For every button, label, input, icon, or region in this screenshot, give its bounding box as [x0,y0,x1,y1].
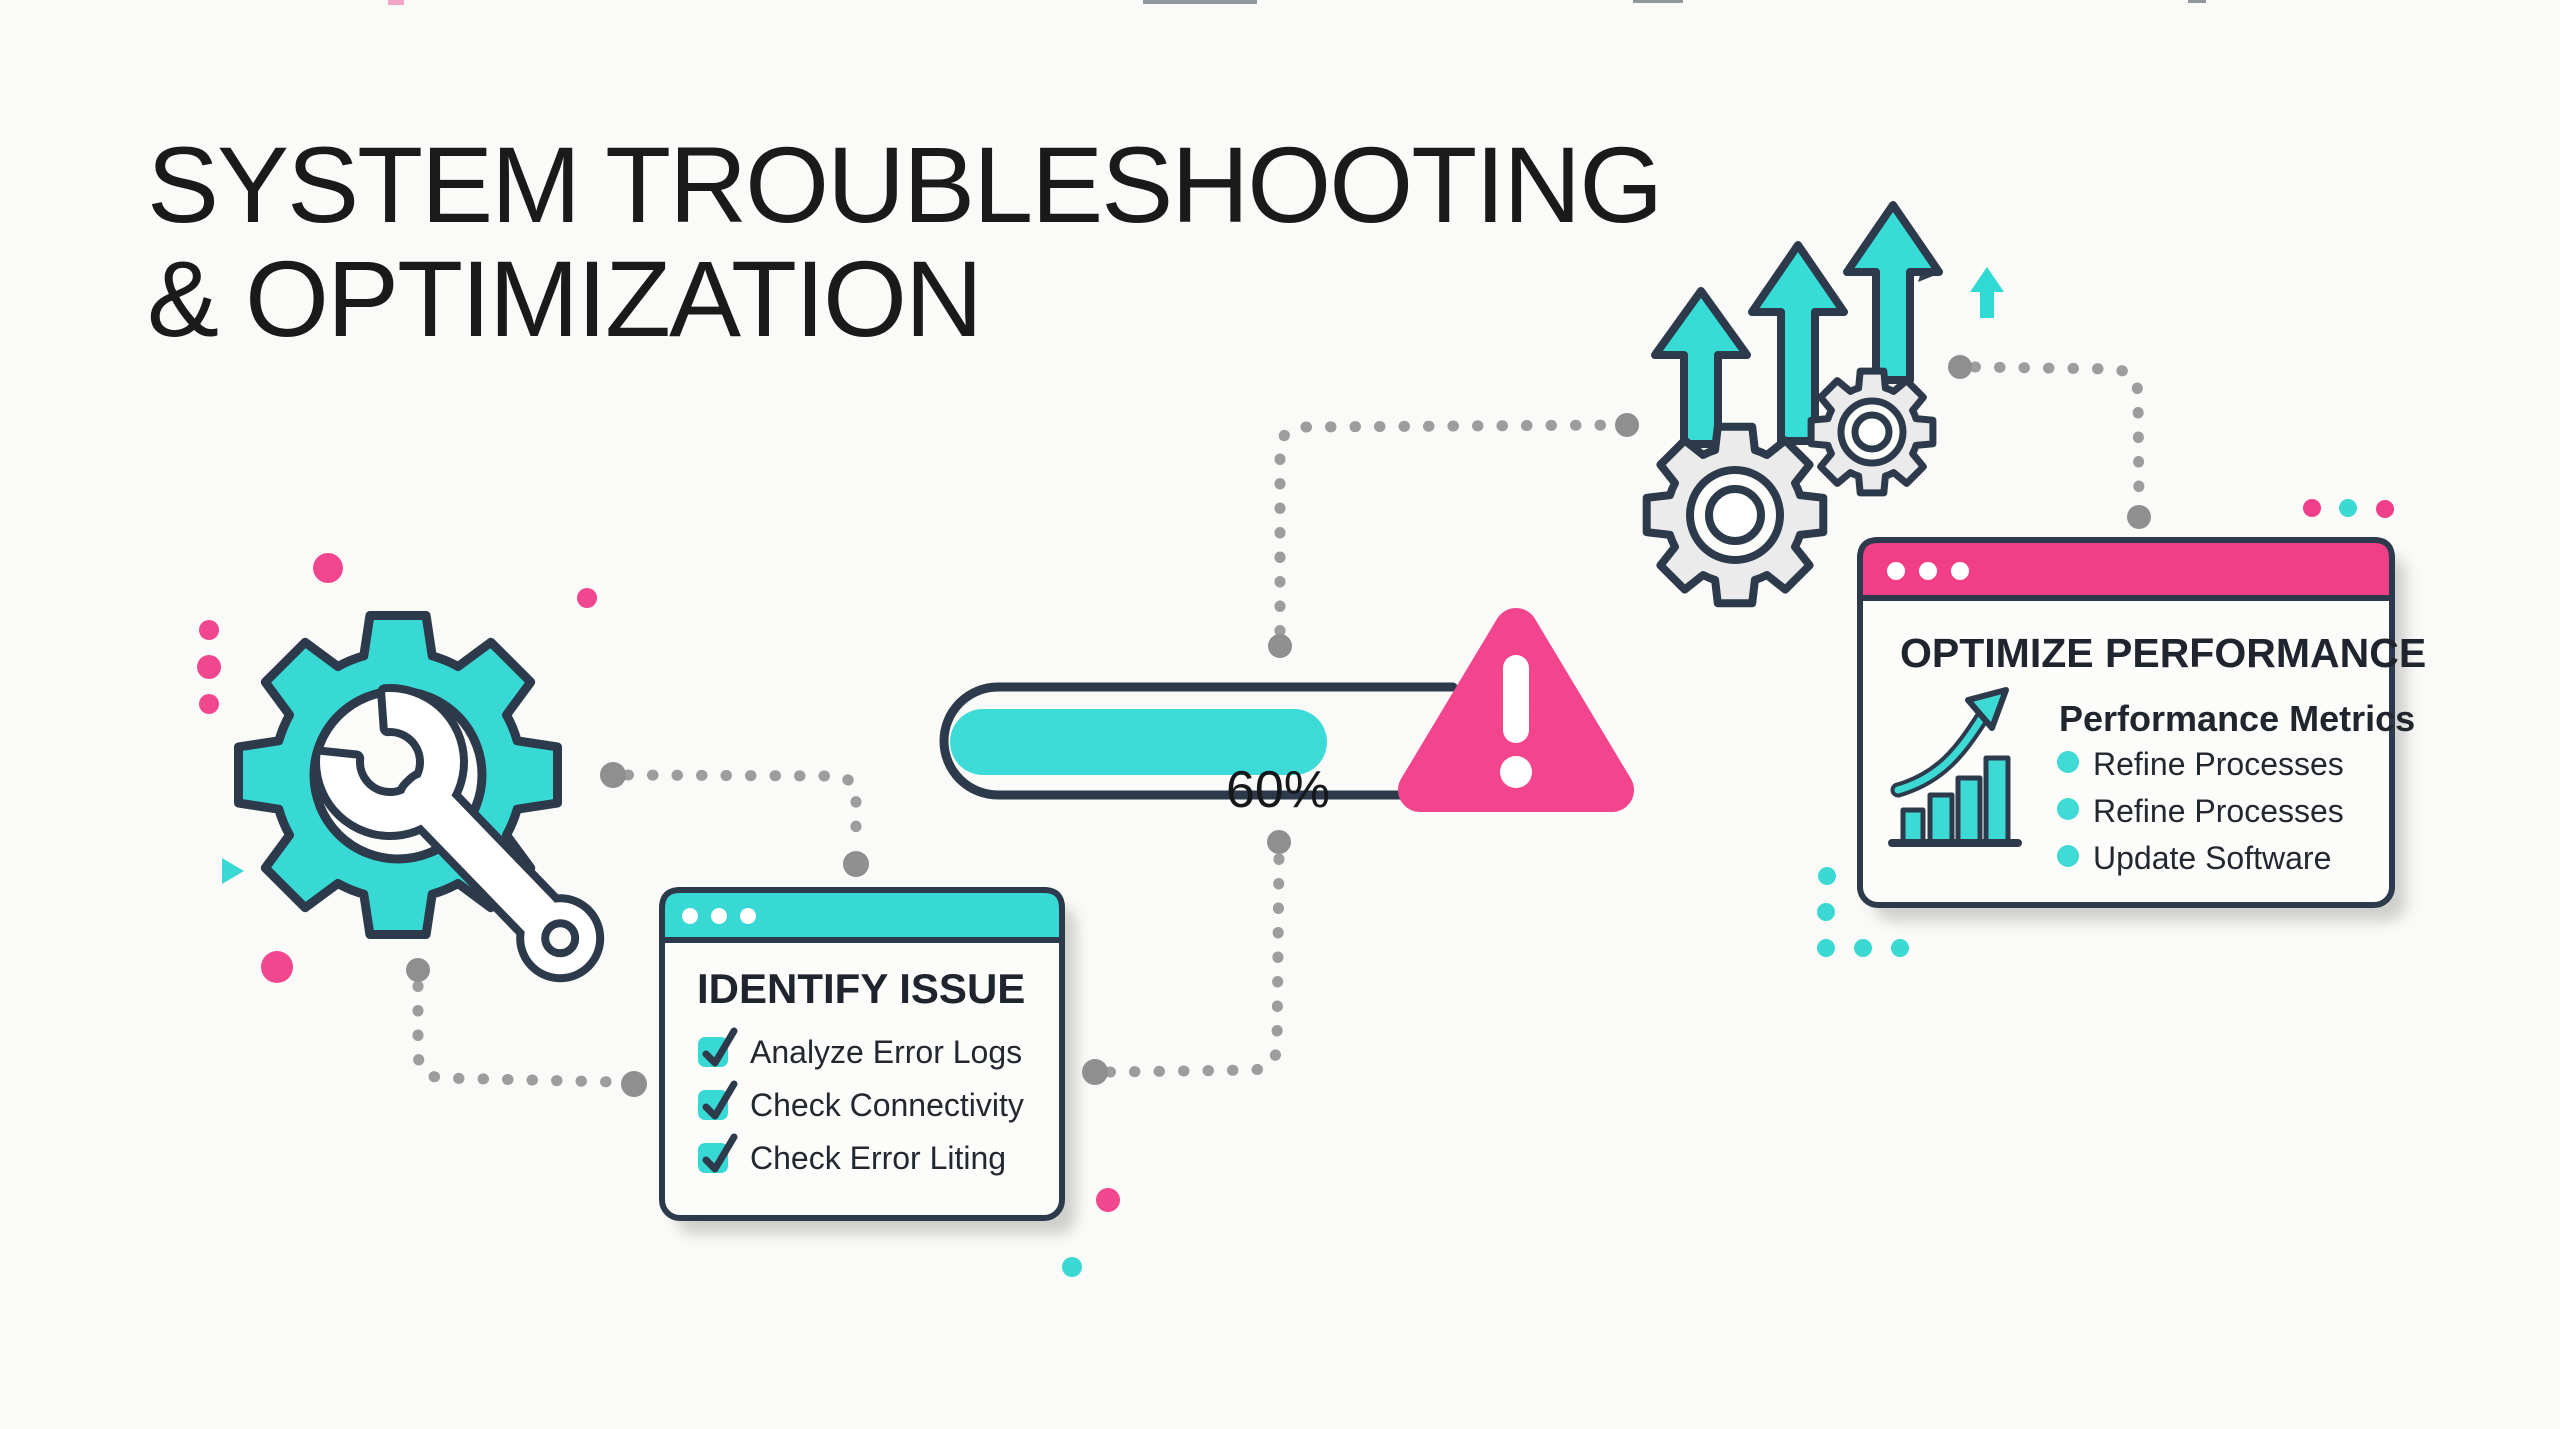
connector-identify-to-progress [1082,830,1291,1085]
window-dots-icon [682,908,756,924]
gear-center-hole [1705,485,1765,545]
optimize-item-label: Refine Processes [2093,793,2344,829]
chart-bar [1900,807,1926,846]
decor-dot-teal [1818,867,1836,885]
page-title-line2: & OPTIMIZATION [147,238,981,359]
progress-track-outline [939,682,1458,800]
checklist-row: Check Connectivity [698,1080,1024,1123]
bullet-dot [2057,845,2079,867]
top-edge-slivers [388,0,2206,5]
identify-card-title: IDENTIFY ISSUE [697,965,1025,1012]
connector-gear-down-to-identify [406,958,647,1097]
chart-bar [1955,775,1983,846]
decor-dot-pink [197,655,221,679]
decor-dot-pink [261,951,293,983]
growth-arrow [1894,712,1987,794]
chart-bar [1983,755,2011,846]
identify-checklist: Analyze Error Logs Check Connectivity Ch… [698,1027,1024,1176]
checklist-item-label: Check Connectivity [750,1087,1024,1123]
up-arrow [1748,241,1848,445]
check-icon [702,1080,738,1120]
decor-dot-teal [2339,499,2357,517]
growth-arrow-head [1965,687,2009,731]
decor-dot-teal [1854,939,1872,957]
optimize-list: Refine Processes Refine Processes Update… [2057,746,2344,876]
optimize-card-subtitle: Performance Metrics [2059,698,2415,739]
progress-fill [950,709,1327,775]
up-arrows-icon [1651,201,2004,448]
decor-triangle-teal [222,858,244,884]
connector-gear-to-identify [600,762,869,877]
decor-dot-teal [1891,939,1909,957]
connector-progress-to-gears [1268,413,1639,658]
identify-card: IDENTIFY ISSUE Analyze Error Logs Check … [659,887,1076,1234]
small-up-arrow [1970,267,2004,318]
decor-dot-pink [313,553,343,583]
decor-dot-teal [1817,903,1835,921]
optimize-card-title: OPTIMIZE PERFORMANCE [1900,630,2426,676]
page-title-line1: SYSTEM TROUBLESHOOTING [147,124,1661,245]
progress-bar: 60% [939,682,1458,819]
checklist-row: Analyze Error Logs [698,1027,1022,1070]
chart-bar [1927,792,1955,846]
checklist-row: Check Error Liting [698,1133,1006,1176]
connector-gears-to-optimize [1948,355,2151,529]
page-title: SYSTEM TROUBLESHOOTING & OPTIMIZATION [147,124,1663,359]
exclamation-bar [1503,655,1529,743]
decor-dot-pink [577,588,597,608]
decor-dot-pink [2376,500,2394,518]
decor-dot-pink [1096,1188,1120,1212]
bullet-dot [2057,798,2079,820]
exclamation-dot [1500,756,1532,788]
identify-card-titlebar [659,887,1065,943]
warning-triangle-icon [1398,608,1634,812]
wrench-icon [312,684,605,983]
optimize-item-label: Update Software [2093,840,2331,876]
checklist-item-label: Check Error Liting [750,1140,1006,1176]
decor-dot-teal [1817,939,1835,957]
bullet-dot [2057,751,2079,773]
decor-dot-pink [199,694,219,714]
checklist-item-label: Analyze Error Logs [750,1034,1022,1070]
optimize-item-label: Refine Processes [2093,746,2344,782]
optimize-card: OPTIMIZE PERFORMANCE Performance Metrics… [1857,537,2426,921]
optimize-card-titlebar [1857,537,2395,601]
decor-dot-pink [199,620,219,640]
decor-dot-pink [2303,499,2321,517]
check-icon [702,1027,738,1067]
progress-label: 60% [1226,761,1330,819]
decor-dot-teal [1062,1257,1082,1277]
connector-lines [406,355,2151,1097]
decor-dots [197,256,2394,1277]
gears-icon [1642,367,1937,608]
up-arrow [1843,201,1943,384]
window-dots-icon [1887,562,1969,580]
growth-chart-icon [1888,687,2022,847]
up-arrow [1651,287,1751,448]
gear-center-hole [1851,411,1893,453]
check-icon [702,1133,738,1173]
gear-wrench-icon [234,611,605,983]
